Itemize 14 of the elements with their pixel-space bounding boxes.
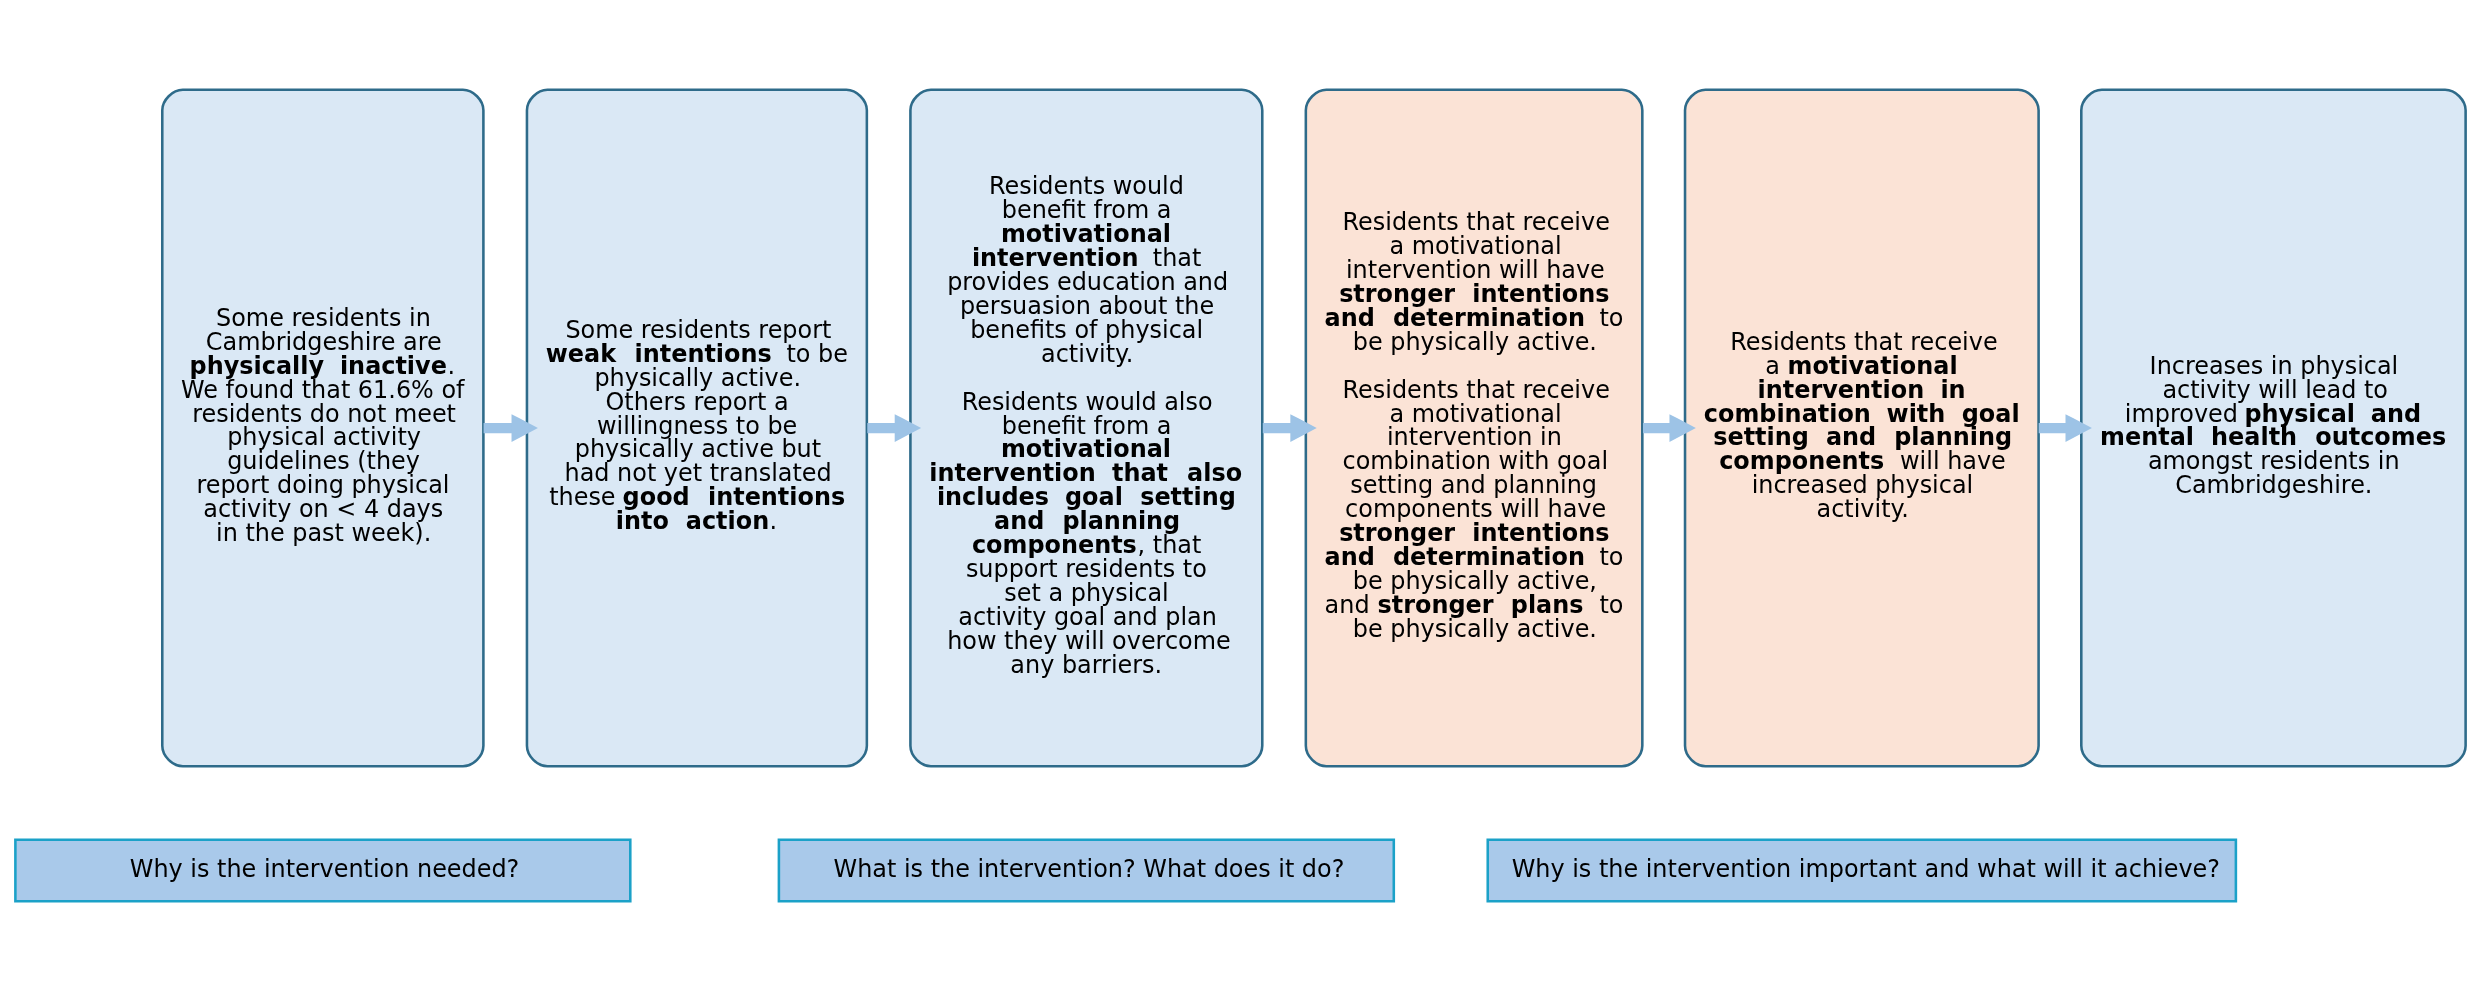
node-box: Why is the intervention important and what will it achieve? <box>1486 838 2238 903</box>
node-box: Residents would benefit from a motivational intervention that provides education and persuasion about the benefits of physical activity. Residents would also benefit from a motivational intervention that also includes goal setting and planning components, that support residents to set a physical activity goal and plan how they will overcome any barriers. <box>909 88 1264 768</box>
node-box: Increases in physical activity will lead to improved physical and mental health outcomes amongst residents in Cambridgeshire. <box>2080 88 2467 768</box>
arrow <box>1642 414 1696 442</box>
node-box: Residents that receive a motivational intervention will have stronger intentions and determination to be physically active. Residents that receive a motivational intervention in combination with goal setting and planning components will have stronger intentions and determination to be physically active, and stronger plans to be physically active. <box>1304 88 1644 768</box>
arrow <box>2038 414 2092 442</box>
node-box: Residents that receive a motivational intervention in combination with goal setting and planning components will have increased physical activity. <box>1683 88 2040 768</box>
node-box: Some residents in Cambridgeshire are physically inactive. We found that 61.6% of residents do not meet physical activity guidelines (they report doing physical activity on < 4 days in the past week). <box>161 88 485 768</box>
node-box: Why is the intervention needed? <box>14 838 632 903</box>
arrow <box>1262 414 1317 442</box>
node-box: Some residents report weak intentions to be physically active. Others report a willingness to be physically active but had not yet translated these good intentions into action. <box>525 88 869 768</box>
arrow <box>483 414 538 442</box>
arrow <box>867 414 922 442</box>
node-box: What is the intervention? What does it do? <box>777 838 1396 903</box>
